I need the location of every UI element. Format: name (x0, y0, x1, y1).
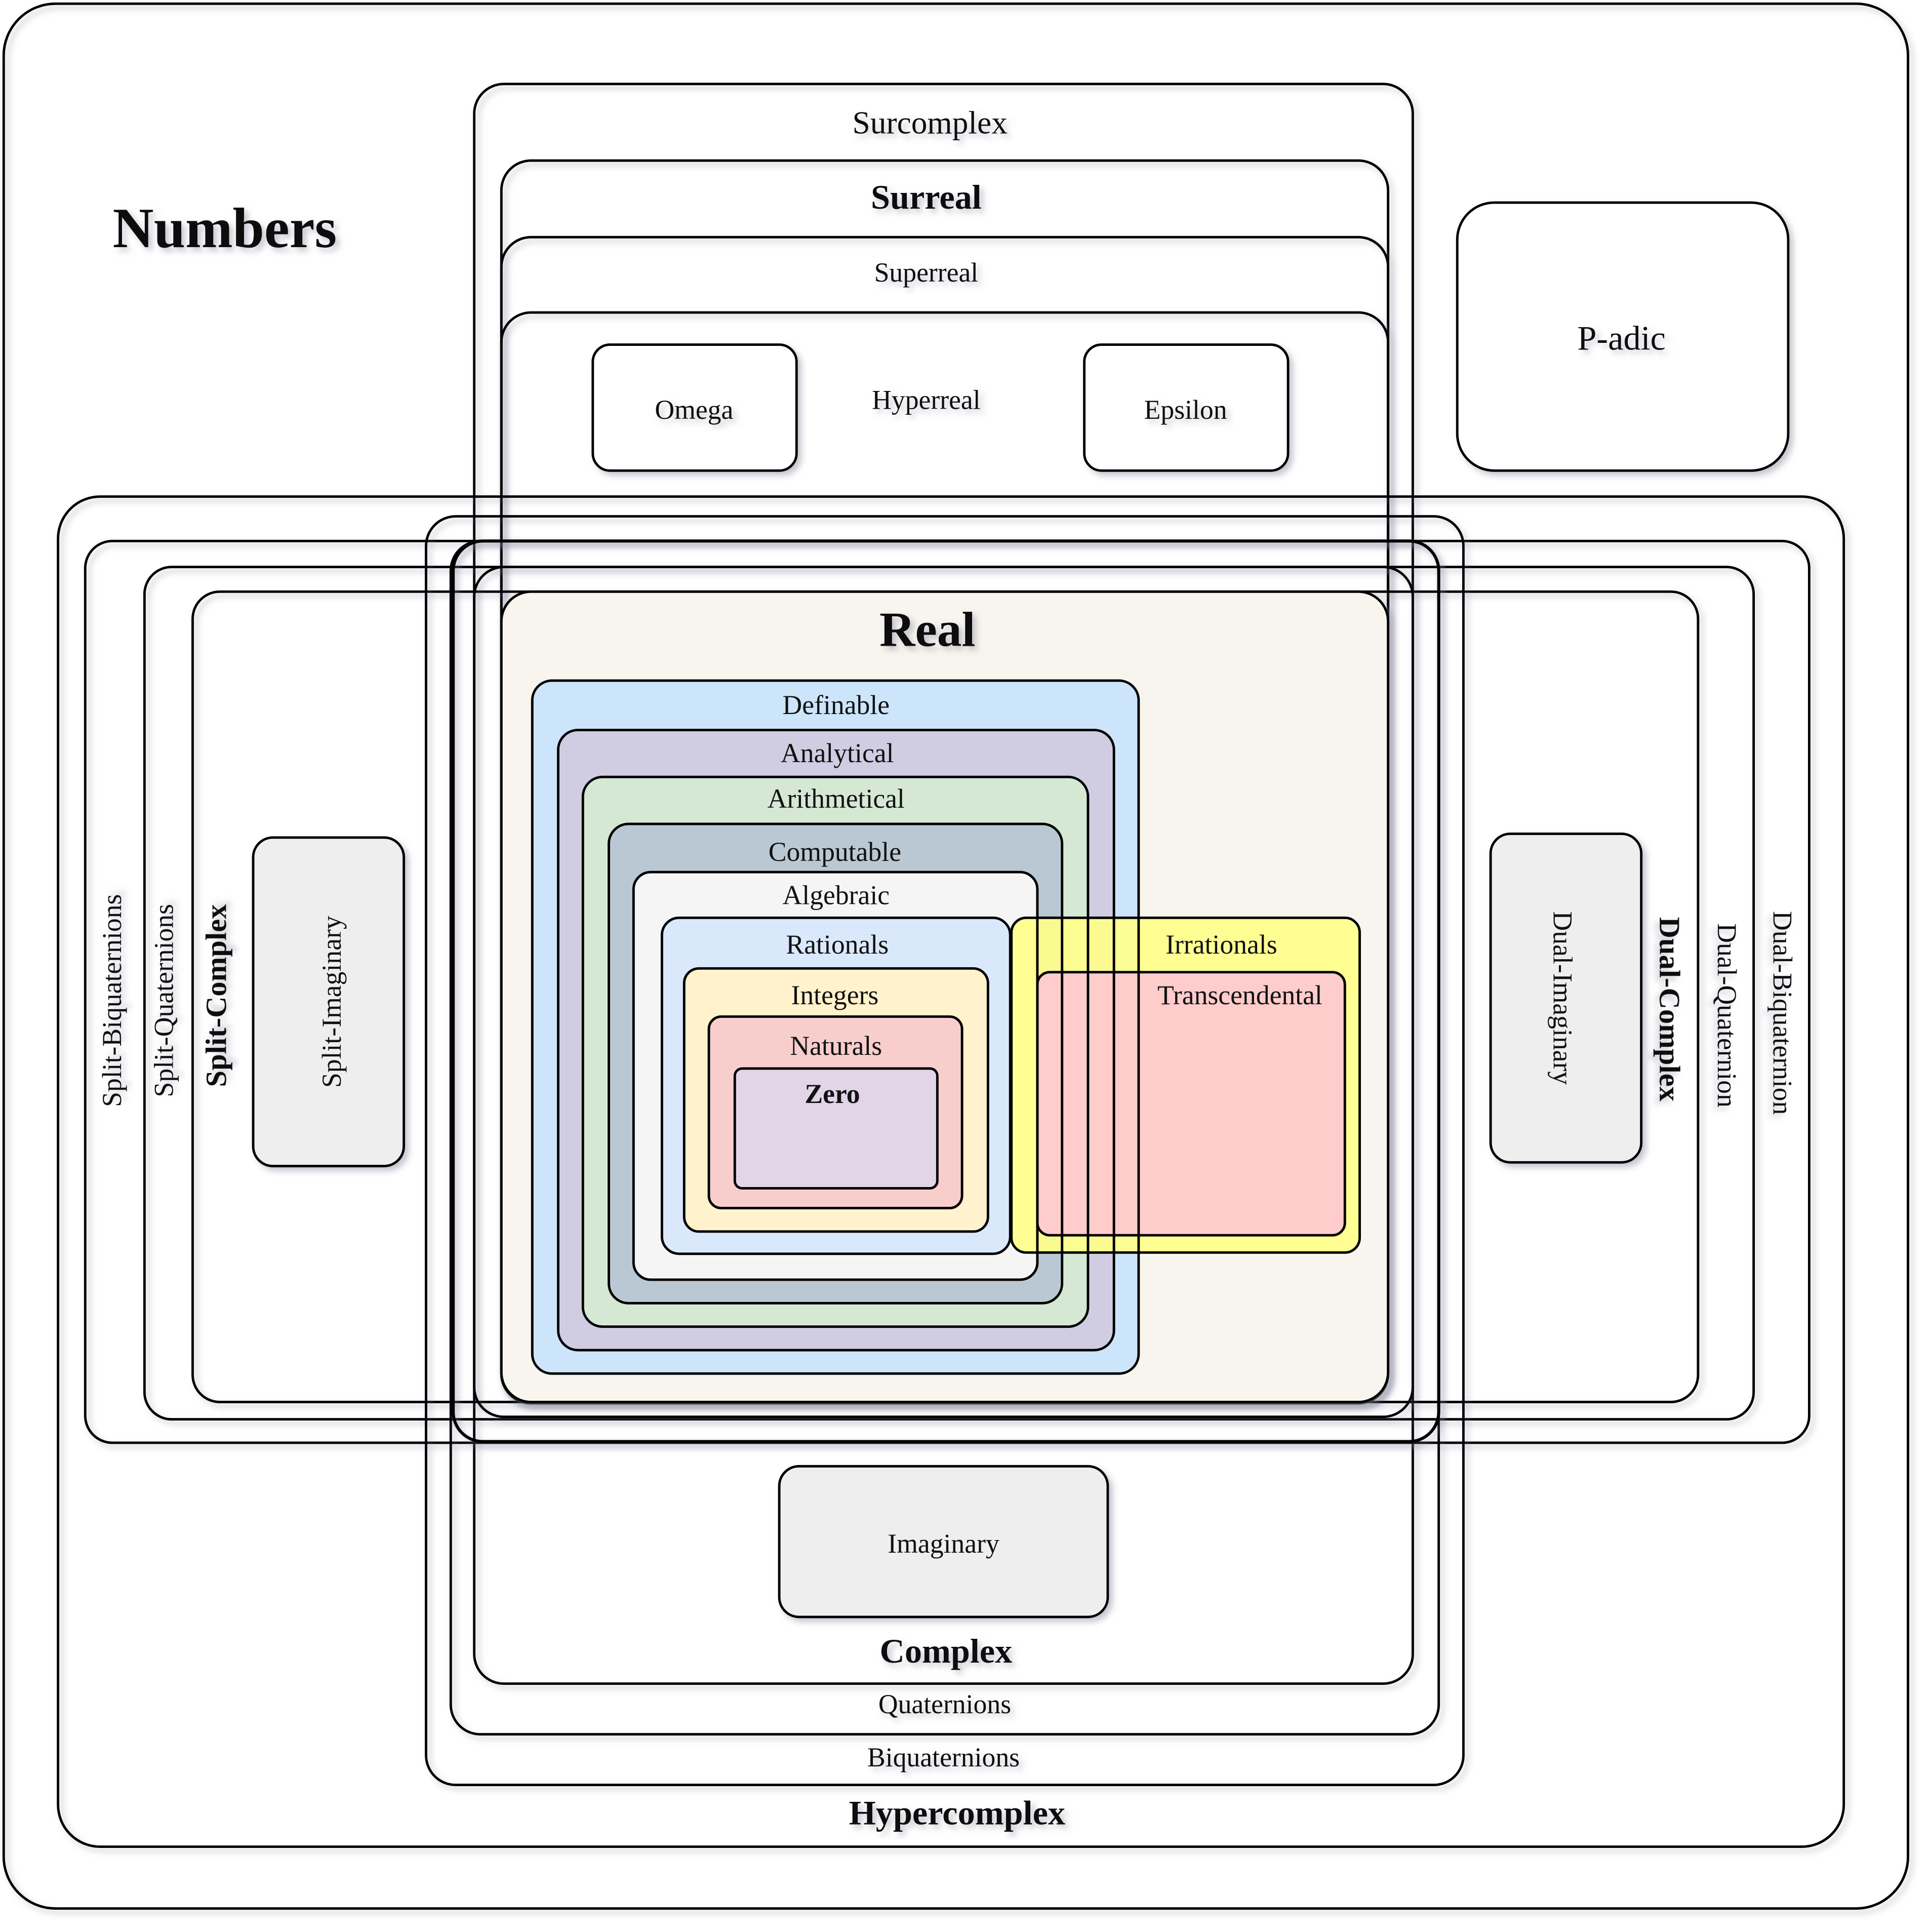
superreal-label: Superreal (874, 257, 979, 288)
quaternions-label: Quaternions (878, 1689, 1011, 1719)
split-complex-label: Split-Complex (199, 904, 232, 1087)
zero-box (733, 1067, 939, 1190)
split-quaternions-label: Split-Quaternions (148, 904, 179, 1097)
biquaternions-label: Biquaternions (867, 1742, 1020, 1772)
irrationals-label: Irrationals (1166, 929, 1277, 960)
definable-label: Definable (783, 690, 890, 720)
naturals-label: Naturals (790, 1031, 882, 1061)
overlap-border-lines (1036, 918, 1140, 1253)
dual-complex-label: Dual-Complex (1653, 917, 1686, 1101)
imaginary-label: Imaginary (888, 1528, 999, 1559)
split-imaginary-box (252, 836, 406, 1168)
numbers-title: Numbers (113, 197, 337, 260)
dual-complex-box (452, 539, 1440, 1443)
numbers-frame (2, 2, 1909, 1910)
arithmetical-label: Arithmetical (768, 783, 905, 814)
real-label: Real (879, 603, 976, 657)
dual-biquaternion-label: Dual-Biquaternion (1767, 911, 1798, 1115)
p-adic-label: P-adic (1577, 319, 1665, 357)
dual-imaginary-label: Dual-Imaginary (1547, 912, 1578, 1085)
hyperreal-label: Hyperreal (872, 384, 981, 415)
dual-imaginary-box (1489, 833, 1643, 1164)
epsilon-box (1083, 343, 1290, 472)
p-adic-box (1456, 201, 1790, 472)
hypercomplex-box (57, 495, 1845, 1848)
complex-label: Complex (880, 1632, 1013, 1670)
zero-label: Zero (805, 1079, 860, 1109)
dual-quaternion-label: Dual-Quaternion (1712, 923, 1742, 1108)
biquaternions-box (425, 515, 1465, 1787)
epsilon-label: Epsilon (1144, 395, 1227, 425)
omega-box (591, 343, 798, 472)
surreal-label: Surreal (871, 178, 982, 216)
computable-label: Computable (769, 837, 901, 867)
omega-label: Omega (655, 395, 733, 425)
rationals-label: Rationals (786, 929, 889, 960)
hypercomplex-label: Hypercomplex (849, 1794, 1065, 1832)
transcendental-label: Transcendental (1157, 980, 1322, 1010)
transcendental-box (1036, 971, 1346, 1237)
surcomplex-label: Surcomplex (852, 104, 1007, 140)
integers-label: Integers (791, 980, 878, 1010)
split-biquaternions-label: Split-Biquaternions (97, 894, 127, 1107)
complex-box (473, 566, 1414, 1418)
analytical-label: Analytical (781, 738, 894, 768)
split-imaginary-label: Split-Imaginary (316, 916, 347, 1088)
imaginary-box (778, 1465, 1109, 1619)
algebraic-label: Algebraic (783, 880, 890, 910)
